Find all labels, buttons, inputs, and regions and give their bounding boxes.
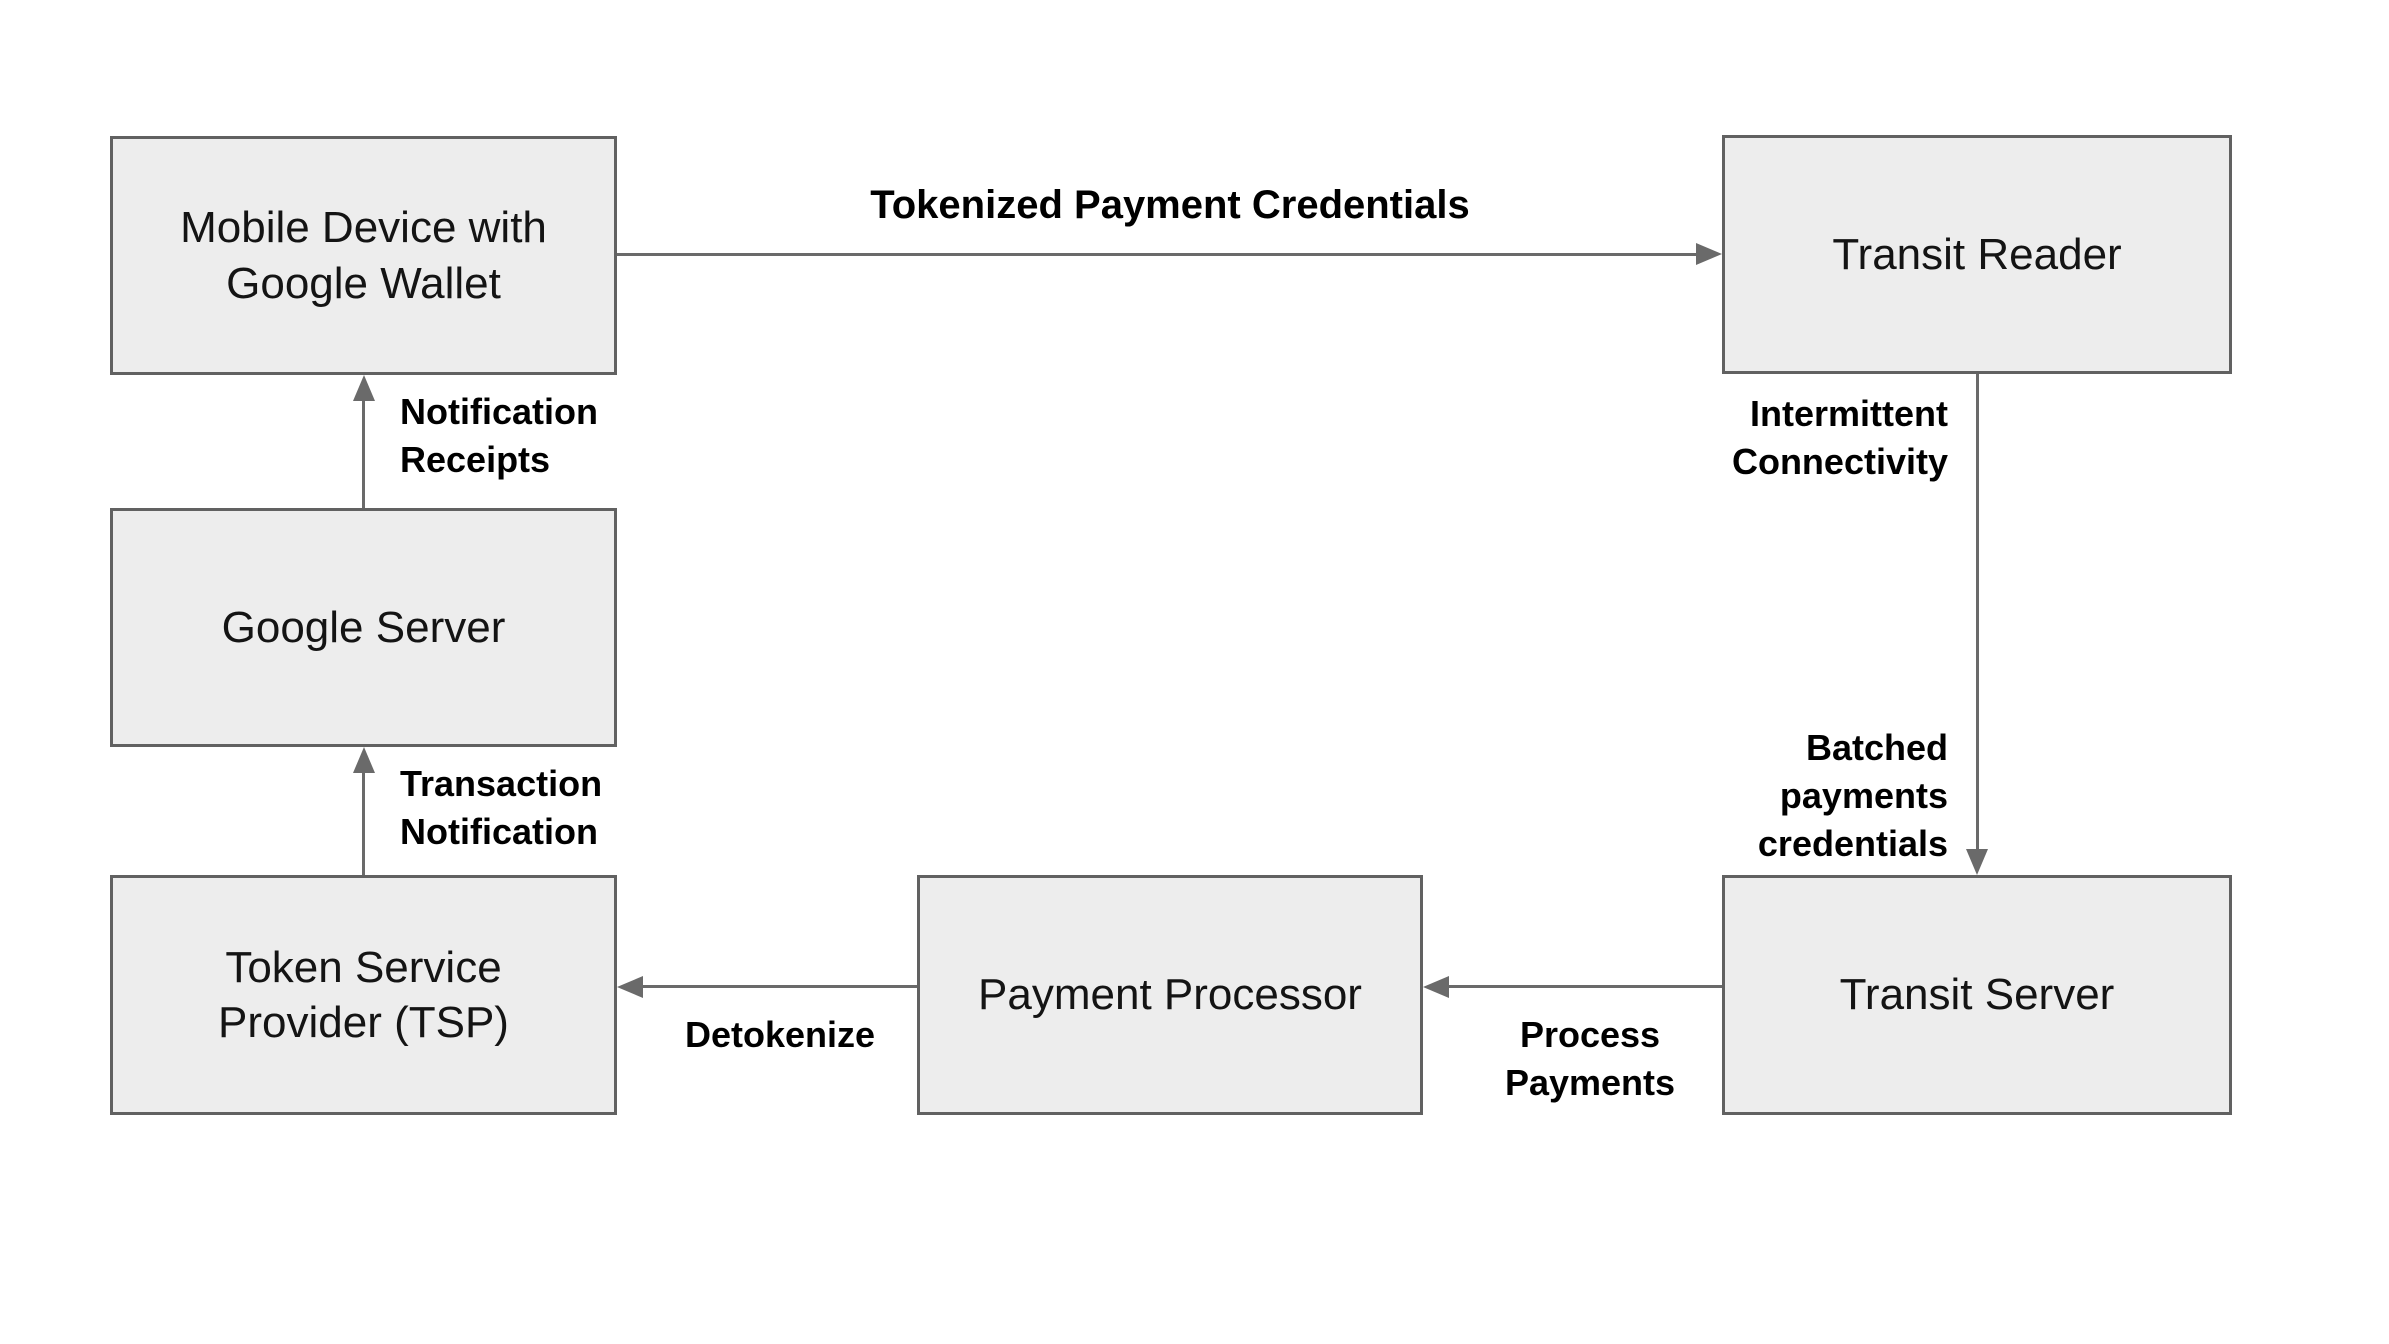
connector-process-payments [1449, 985, 1722, 988]
arrowhead-right-icon [1696, 243, 1722, 265]
edge-label-line: credentials [1757, 823, 1948, 864]
node-google-server: Google Server [110, 508, 617, 747]
edge-label-line: Notification [400, 811, 598, 852]
node-label: Transit Reader [1832, 227, 2121, 282]
node-label-line: Payment Processor [978, 970, 1362, 1020]
connector-transaction-notification [362, 773, 365, 875]
node-label-line: Google Server [221, 602, 506, 652]
node-token-service-provider: Token Service Provider (TSP) [110, 875, 617, 1115]
edge-label-line: payments [1779, 775, 1948, 816]
node-transit-reader: Transit Reader [1722, 135, 2232, 374]
node-transit-server: Transit Server [1722, 875, 2232, 1115]
arrowhead-up-icon [353, 375, 375, 401]
edge-label-line: Process [1519, 1014, 1661, 1055]
connector-reader-to-transit-server [1976, 374, 1979, 849]
node-label-line: Transit Reader [1832, 229, 2122, 279]
edge-label-intermittent-connectivity: Intermittent Connectivity [1548, 390, 1948, 486]
node-label: Token Service Provider (TSP) [218, 940, 509, 1051]
edge-label-line: Connectivity [1731, 441, 1948, 482]
edge-label-line: Transaction [400, 763, 603, 804]
node-label-line: Token Service [225, 942, 502, 992]
edge-label-notification-receipts: Notification Receipts [400, 388, 598, 484]
arrowhead-up-icon [353, 747, 375, 773]
edge-label-transaction-notification: Transaction Notification [400, 760, 602, 856]
node-label-line: Mobile Device with [180, 203, 547, 253]
connector-tokenized-payment-credentials [617, 253, 1696, 256]
edge-label-batched-payments-credentials: Batched payments credentials [1548, 724, 1948, 868]
edge-label-line: Batched [1805, 727, 1948, 768]
edge-label-line: Notification [400, 391, 598, 432]
node-label-line: Transit Server [1839, 970, 2115, 1020]
arrowhead-left-icon [617, 976, 643, 998]
arrowhead-left-icon [1423, 976, 1449, 998]
node-label: Mobile Device with Google Wallet [180, 200, 547, 311]
node-payment-processor: Payment Processor [917, 875, 1423, 1115]
connector-notification-receipts [362, 401, 365, 508]
edge-label-detokenize: Detokenize [684, 1014, 876, 1055]
edge-label-line: Intermittent [1750, 393, 1948, 434]
edge-label-tokenized-payment-credentials: Tokenized Payment Credentials [870, 183, 1470, 227]
connector-detokenize [643, 985, 917, 988]
node-mobile-device-google-wallet: Mobile Device with Google Wallet [110, 136, 617, 375]
edge-label-process-payments: Process Payments [1440, 1011, 1740, 1107]
node-label-line: Google Wallet [226, 258, 501, 308]
node-label: Payment Processor [978, 967, 1362, 1022]
arrowhead-down-icon [1966, 849, 1988, 875]
edge-label-line: Payments [1504, 1062, 1676, 1103]
node-label-line: Provider (TSP) [218, 998, 509, 1047]
node-label: Google Server [222, 600, 506, 655]
node-label: Transit Server [1840, 967, 2115, 1022]
edge-label-line: Receipts [400, 439, 551, 480]
